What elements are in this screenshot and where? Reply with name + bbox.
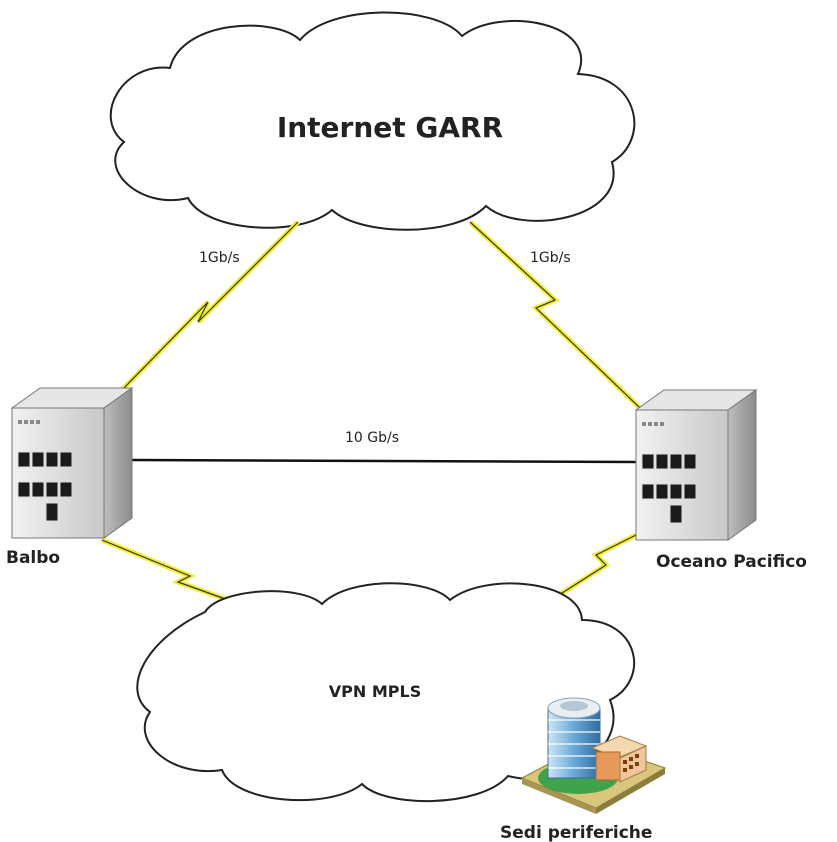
- balbo-internet-speed-label: 1Gb/s: [199, 250, 240, 266]
- balbo-vpn-line: [101, 539, 229, 601]
- internet-cloud-shape: [109, 11, 636, 231]
- link-oceano-internet: 1Gb/s: [468, 220, 642, 410]
- link-balbo-internet: 1Gb/s: [118, 220, 300, 394]
- vpn-mpls-label: VPN MPLS: [329, 682, 421, 701]
- oceano-pacifico-server-icon: [634, 389, 758, 541]
- link-oceano-vpn: [546, 525, 652, 605]
- oceano-pacifico-label: Oceano Pacifico: [656, 552, 807, 572]
- balbo-vpn-bolt: [101, 537, 229, 603]
- internet-garr-label: Internet GARR: [277, 111, 503, 144]
- sedi-periferiche-building-icon: [520, 697, 667, 814]
- oceano-internet-line: [469, 221, 641, 409]
- balbo-internet-bolt: [118, 220, 300, 394]
- link-balbo-oceano: 10 Gb/s: [131, 430, 646, 464]
- oceano-vpn-line: [547, 527, 651, 603]
- balbo-internet-line: [119, 221, 299, 393]
- balbo-oceano-speed-label: 10 Gb/s: [345, 430, 399, 446]
- balbo-oceano-line: [131, 458, 646, 464]
- oceano-vpn-bolt: [546, 525, 652, 605]
- internet-garr-cloud: Internet GARR: [109, 11, 636, 231]
- balbo-server-icon: [10, 387, 134, 539]
- sedi-periferiche-label: Sedi periferiche: [500, 823, 652, 842]
- oceano-internet-speed-label: 1Gb/s: [530, 250, 571, 266]
- balbo-label: Balbo: [6, 548, 60, 568]
- link-balbo-vpn: [101, 537, 229, 603]
